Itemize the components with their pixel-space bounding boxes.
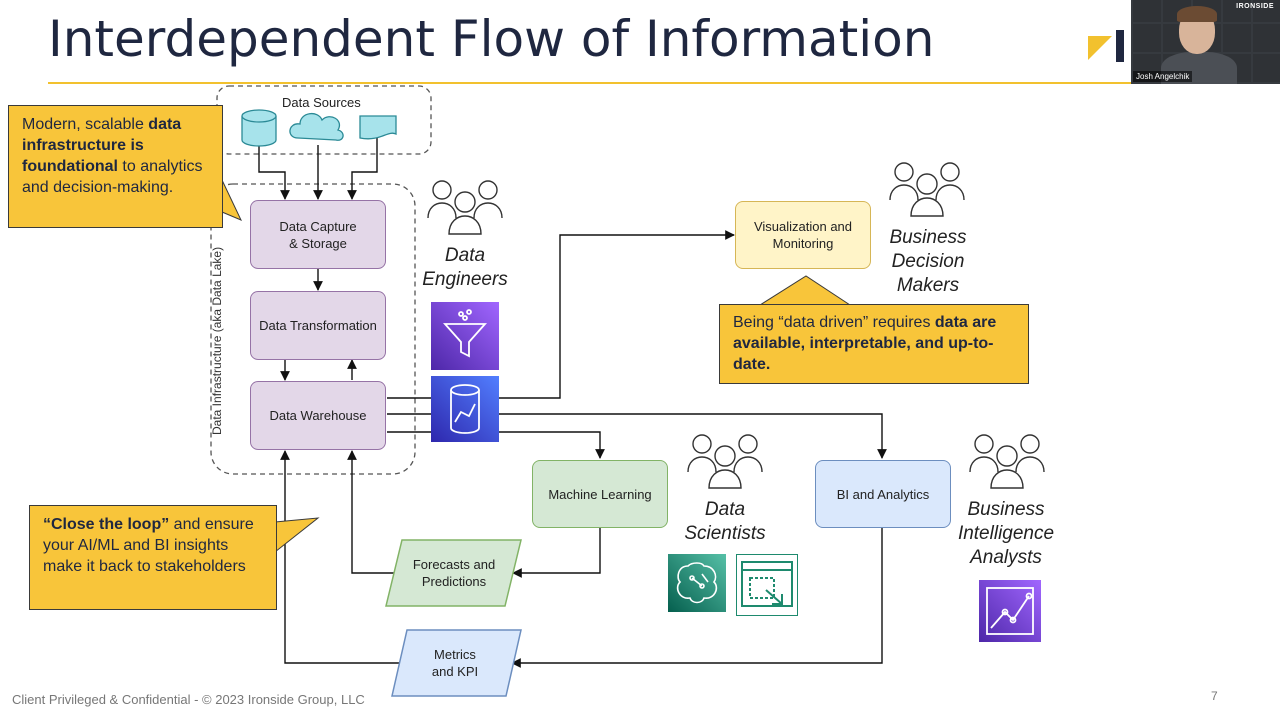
machine-learning-box: Machine Learning (532, 460, 668, 528)
bi-analysts-line-1: Business (967, 499, 1045, 520)
driven-callout-bold: data are available, interpretable, and u… (733, 314, 997, 373)
people-icon (969, 434, 1045, 489)
metrics-line-1: Metrics (434, 647, 476, 662)
funnel-icon (431, 302, 499, 370)
screen-icon (736, 554, 798, 616)
infra-callout-tail (221, 179, 243, 221)
driven-callout-text: Being “data driven” requires (733, 314, 935, 331)
metrics-label: Metrics and KPI (396, 630, 514, 696)
arrow-ml-to-forecasts (512, 528, 601, 578)
decision-line-1: Business (889, 227, 967, 248)
line-chart-icon (979, 580, 1041, 642)
loop-callout-bold: “Close the loop” (43, 516, 170, 533)
infra-callout: Modern, scalable data infrastructure is … (8, 105, 223, 228)
slide-title: Interdependent Flow of Information (48, 10, 935, 68)
presenter-hair (1177, 6, 1217, 22)
data-infrastructure-group (210, 183, 416, 475)
data-warehouse-box: Data Warehouse (250, 381, 386, 450)
people-icon (427, 180, 503, 235)
cloud-icon (289, 113, 344, 141)
loop-callout-tail (274, 517, 320, 554)
infra-callout-bold: data infrastructure is foundational (22, 116, 182, 175)
scientists-line-2: Scientists (684, 523, 766, 544)
ml-label: Machine Learning (548, 486, 652, 502)
close-loop-callout: “Close the loop” and ensure your AI/ML a… (29, 505, 277, 610)
metrics-shape (391, 629, 522, 697)
document-icon (359, 115, 397, 140)
engineers-line-1: Data (444, 245, 486, 266)
arrow-bi-to-metrics (511, 528, 883, 668)
decision-line-3: Makers (896, 275, 960, 296)
loop-callout-text: and ensure your AI/ML and BI insights ma… (43, 516, 254, 575)
infra-callout-text-2: to analytics and decision-making. (22, 158, 203, 196)
warehouse-label: Data Warehouse (269, 408, 367, 423)
page-number: 7 (1211, 689, 1218, 703)
decision-line-2: Decision (891, 251, 965, 272)
driven-callout-tail (758, 275, 852, 306)
arrow-db-to-capture (258, 145, 290, 200)
people-icon (889, 162, 965, 217)
arrow-warehouse-to-bi (387, 413, 887, 459)
forecasts-line-2: Predictions (421, 574, 487, 589)
visualization-line-1: Visualization and (753, 219, 853, 234)
database-icon (241, 109, 277, 147)
data-sources-group (216, 85, 432, 155)
arrow-doc-to-capture (347, 138, 378, 200)
bi-analysts-line-2: Intelligence (957, 523, 1055, 544)
data-driven-callout: Being “data driven” requires data are av… (719, 304, 1029, 384)
bi-analysts-line-3: Analysts (970, 547, 1042, 568)
presenter-video: IRONSIDE Josh Angelchik (1131, 0, 1280, 84)
people-icon (687, 434, 763, 489)
forecasts-line-1: Forecasts and (412, 557, 496, 572)
capture-line-1: Data Capture (279, 218, 357, 234)
forecasts-shape (385, 539, 522, 607)
presenter-name: Josh Angelchik (1133, 71, 1193, 82)
ironside-logo-letter (1116, 30, 1124, 62)
data-transformation-box: Data Transformation (250, 291, 386, 360)
scientists-line-1: Data (704, 499, 746, 520)
engineers-line-2: Engineers (422, 269, 508, 290)
footer-confidential: Client Privileged & Confidential - © 202… (12, 692, 365, 707)
video-brand: IRONSIDE (1236, 3, 1274, 10)
metrics-line-2: and KPI (431, 664, 479, 679)
bi-label: BI and Analytics (836, 486, 930, 502)
data-sources-label: Data Sources (282, 95, 361, 110)
brain-icon (668, 554, 726, 612)
data-capture-box: Data Capture& Storage (250, 200, 386, 269)
capture-line-2: & Storage (289, 235, 347, 251)
bi-analytics-box: BI and Analytics (815, 460, 951, 528)
ironside-logo-icon (1088, 36, 1112, 60)
chart-database-icon (431, 376, 499, 442)
infra-callout-text-1: Modern, scalable (22, 116, 149, 133)
transformation-label: Data Transformation (259, 318, 377, 333)
visualization-line-2: Monitoring (772, 236, 834, 251)
title-divider (48, 82, 1280, 84)
arrow-forecasts-to-warehouse (347, 450, 396, 574)
